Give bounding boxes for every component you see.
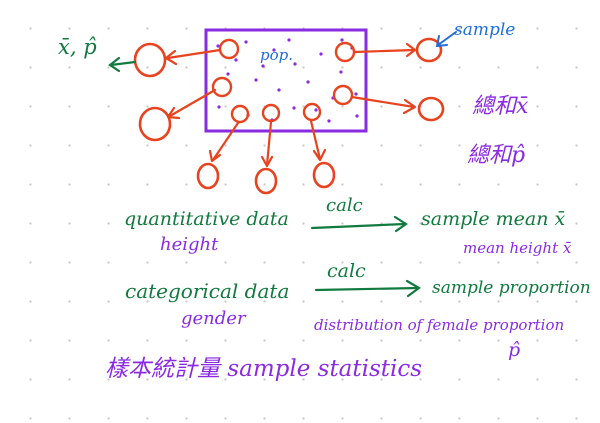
sample-label: sample xyxy=(454,20,516,40)
population-label: pop. xyxy=(260,46,294,64)
estimates-label: x̄, p̂ xyxy=(58,35,97,59)
arrow-left-icon xyxy=(108,56,137,73)
categorical-calc-label: calc xyxy=(327,260,366,282)
female-proportion-distribution: distribution of female proportion xyxy=(314,316,565,334)
calc-arrow-quantitative xyxy=(310,215,408,233)
population-box xyxy=(204,28,368,133)
sample-statistics-label: 樣本統計量 sample statistics xyxy=(105,356,423,382)
mean-height-label: mean height x̄ xyxy=(463,239,572,257)
sample-pointer-arrow xyxy=(435,31,457,48)
xbar-name: 總和x̄ xyxy=(472,94,529,119)
outer-sample-circles xyxy=(133,37,445,195)
gender-example: gender xyxy=(181,308,246,329)
phat-symbol: p̂ xyxy=(508,339,521,361)
sample-proportion-label: sample proportion xyxy=(432,278,591,298)
sample-mean-label: sample mean x̄ xyxy=(421,208,566,230)
phat-name: 總和p̂ xyxy=(467,143,526,168)
quantitative-calc-label: calc xyxy=(326,195,363,216)
quantitative-data-label: quantitative data xyxy=(124,208,289,230)
sample-arrows xyxy=(164,42,417,168)
calc-arrow-categorical xyxy=(314,279,422,298)
inner-sample-circles xyxy=(211,38,356,124)
height-example: height xyxy=(160,234,219,255)
categorical-data-label: categorical data xyxy=(125,279,290,303)
